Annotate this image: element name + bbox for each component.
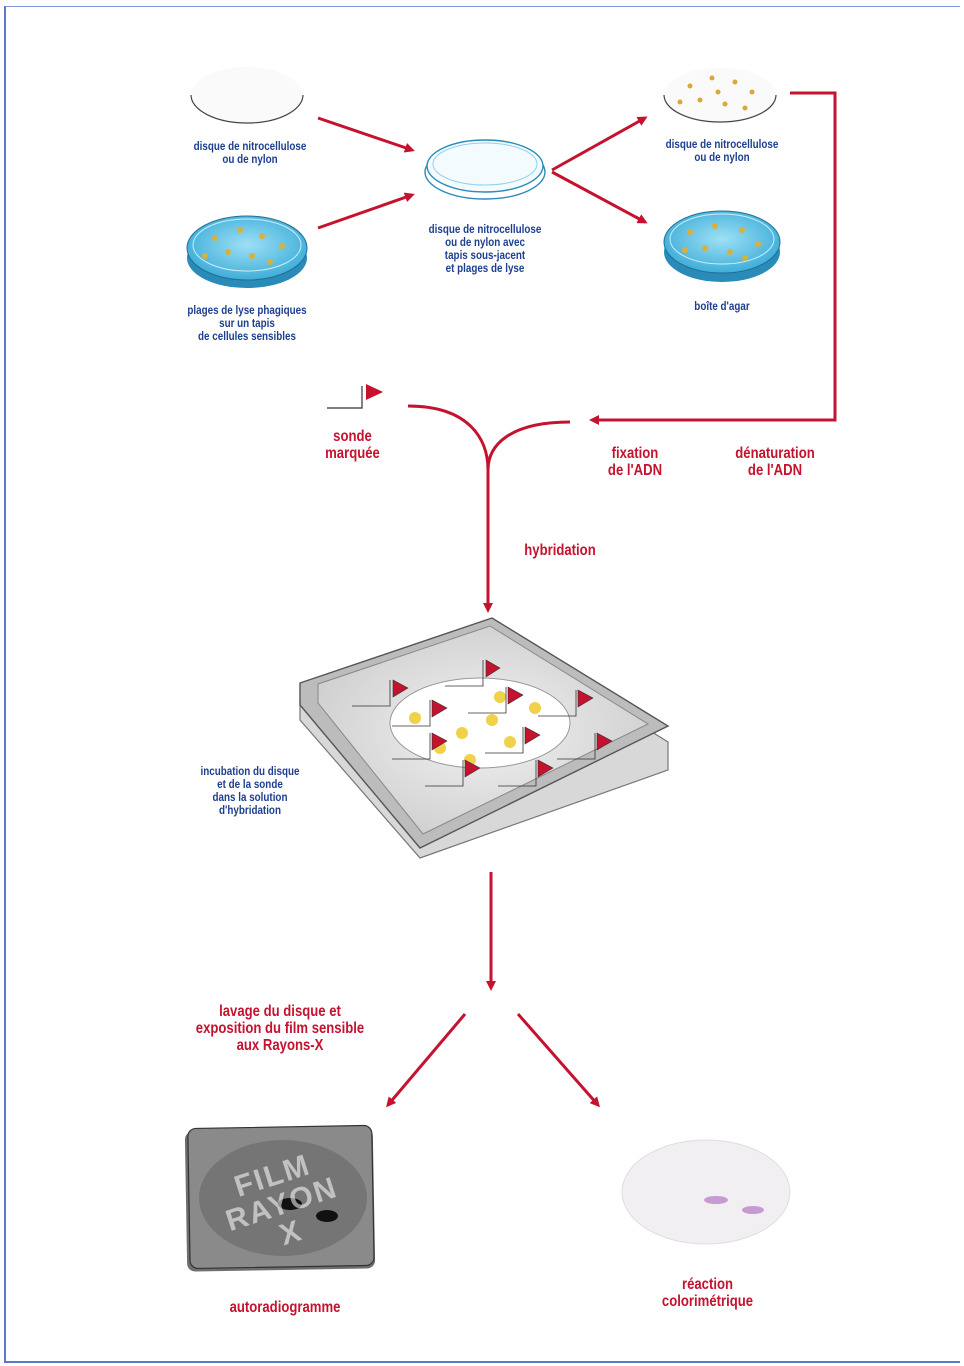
arrow-to-colorimetric xyxy=(516,1013,600,1108)
arrow-center-to-agar xyxy=(551,170,648,224)
probe-flag-icon xyxy=(327,384,383,409)
arrows-top xyxy=(317,91,837,1108)
signal-spot-icon xyxy=(278,1198,302,1210)
colorimetric-disk xyxy=(621,1139,791,1245)
label-agar-box: boîte d'agar xyxy=(694,299,750,313)
arrow-to-autoradiogram xyxy=(386,1013,467,1108)
arrow-center-to-disk xyxy=(551,116,648,172)
lysis-plate-dish xyxy=(186,215,308,288)
signal-spot-icon xyxy=(742,1206,764,1214)
arrow-disk-to-center xyxy=(317,116,415,153)
label-probe: sonde marquée xyxy=(325,428,380,462)
label-incubation: incubation du disque et de la sonde dans… xyxy=(200,764,300,817)
label-denaturation: dénaturation de l'ADN xyxy=(735,445,815,479)
arrow-probe-merge xyxy=(407,404,490,471)
signal-spot-icon xyxy=(704,1196,728,1204)
label-colorimetric: réaction colorimétrique xyxy=(661,1276,754,1310)
label-hybridization: hybridation xyxy=(524,542,596,559)
center-petri-dish xyxy=(424,139,546,200)
agar-plate-dish xyxy=(663,210,781,282)
replica-membrane-disk xyxy=(663,68,777,123)
arrow-dna-merge xyxy=(486,420,571,471)
blank-membrane-disk xyxy=(190,67,304,124)
label-autoradiogram: autoradiogramme xyxy=(229,1299,341,1316)
label-disk-top-left: disque de nitrocellulose ou de nylon xyxy=(193,139,307,166)
page-frame xyxy=(4,6,960,1363)
signal-spot-icon xyxy=(316,1210,338,1222)
label-lysis-plates: plages de lyse phagiques sur un tapis de… xyxy=(187,303,307,343)
autoradiogram-film xyxy=(184,1124,376,1272)
label-disk-top-right: disque de nitrocellulose ou de nylon xyxy=(665,137,779,164)
arrow-denaturation-loop xyxy=(589,91,837,425)
label-fixation: fixation de l'ADN xyxy=(607,445,663,479)
label-washing: lavage du disque et exposition du film s… xyxy=(195,1003,365,1054)
label-center-disk: disque de nitrocellulose ou de nylon ave… xyxy=(428,222,542,275)
hybridization-tray xyxy=(299,617,670,859)
arrow-plate-to-center xyxy=(317,192,415,230)
